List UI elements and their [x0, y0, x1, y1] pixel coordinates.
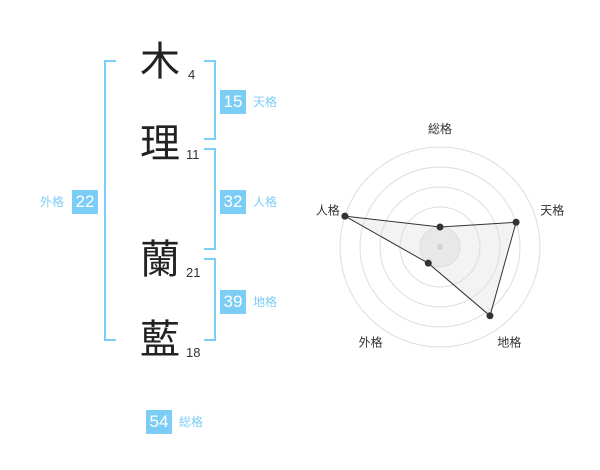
radar-ring-3 — [379, 186, 501, 308]
chikaku-label: 地格 — [253, 295, 278, 309]
radar-rings — [339, 146, 541, 348]
name-char-2: 理 — [140, 121, 180, 167]
jinkaku-bracket — [204, 148, 216, 250]
radar-point-0 — [436, 223, 444, 231]
soukaku-value: 54 — [146, 410, 172, 434]
radar-area — [344, 215, 517, 317]
tenkaku-label: 天格 — [253, 95, 278, 109]
soukaku-label: 総格 — [179, 415, 204, 429]
radar-points — [341, 212, 520, 320]
radar-axis-label-4: 人格 — [316, 203, 340, 218]
name-char-4: 藍 — [140, 317, 180, 363]
radar-point-3 — [424, 259, 432, 267]
gaikaku-value: 22 — [72, 190, 98, 214]
name-char-3-strokes: 21 — [186, 265, 201, 280]
name-char-3: 蘭 — [140, 237, 180, 283]
radar-axis-label-2: 地格 — [497, 334, 521, 349]
radar-ring-4 — [359, 166, 521, 328]
jinkaku-value: 32 — [220, 190, 246, 214]
radar-axis-label-3: 外格 — [359, 334, 383, 349]
radar-point-2 — [486, 312, 494, 320]
name-char-2-strokes: 11 — [186, 147, 200, 162]
radar-axis-label-0: 総格 — [428, 121, 452, 136]
name-char-4-strokes: 18 — [186, 345, 201, 360]
jinkaku-label: 人格 — [253, 195, 278, 209]
gaikaku-bracket — [104, 60, 116, 341]
radar-point-4 — [341, 212, 349, 220]
tenkaku-bracket — [204, 60, 216, 140]
radar-point-1 — [512, 218, 520, 226]
radar-center — [437, 244, 443, 250]
chikaku-bracket — [204, 258, 216, 341]
name-char-1: 木 — [140, 39, 180, 85]
chikaku-value: 39 — [220, 290, 246, 314]
name-char-1-strokes: 4 — [188, 67, 196, 82]
gaikaku-label: 外格 — [40, 195, 65, 209]
radar-axis-label-1: 天格 — [540, 203, 564, 218]
radar-ring-5 — [339, 146, 541, 348]
tenkaku-value: 15 — [220, 90, 246, 114]
